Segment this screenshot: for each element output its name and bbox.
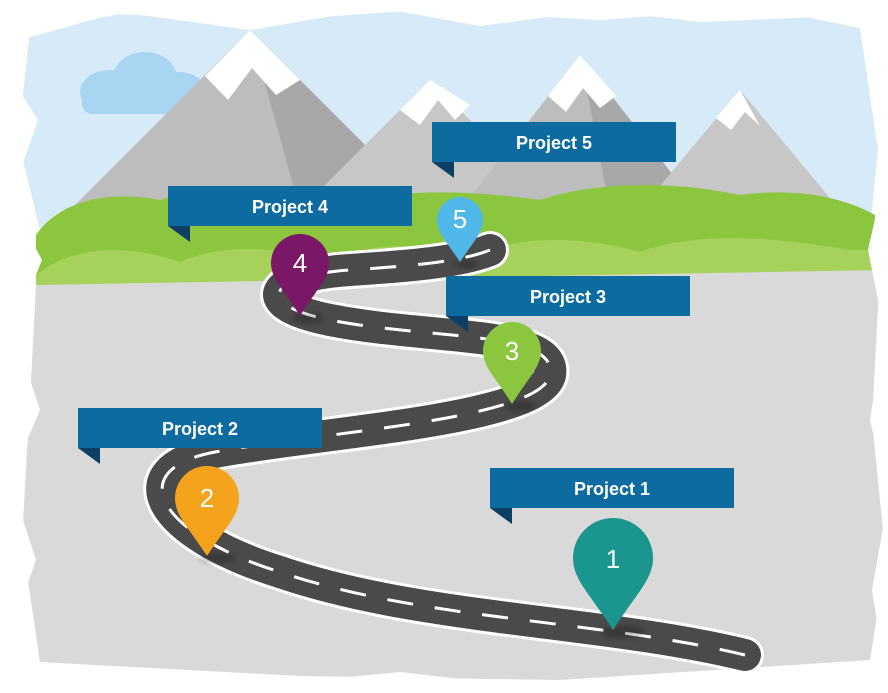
banner-label-3: Project 3 [530,287,606,307]
banner-label-2: Project 2 [162,419,238,439]
banner-project-1[interactable]: Project 1 [490,468,734,524]
milestone-pin-1[interactable]: 1 [573,518,653,638]
milestone-number-1: 1 [606,544,620,574]
banner-label-4: Project 4 [252,197,328,217]
milestone-number-5: 5 [453,204,467,234]
milestone-pin-4[interactable]: 4 [271,234,329,323]
mountains [70,30,840,210]
milestone-number-4: 4 [293,248,307,278]
banner-label-1: Project 1 [574,479,650,499]
banner-project-5[interactable]: Project 5 [432,122,676,178]
milestone-number-2: 2 [200,483,214,513]
milestone-pin-5[interactable]: 5 [437,197,483,268]
banner-project-2[interactable]: Project 2 [78,408,322,464]
ground [22,270,886,680]
milestone-number-3: 3 [505,336,519,366]
banner-project-4[interactable]: Project 4 [168,186,412,242]
banner-project-3[interactable]: Project 3 [446,276,690,332]
banner-label-5: Project 5 [516,133,592,153]
milestone-pin-3[interactable]: 3 [483,322,541,411]
milestone-pin-2[interactable]: 2 [175,466,239,563]
